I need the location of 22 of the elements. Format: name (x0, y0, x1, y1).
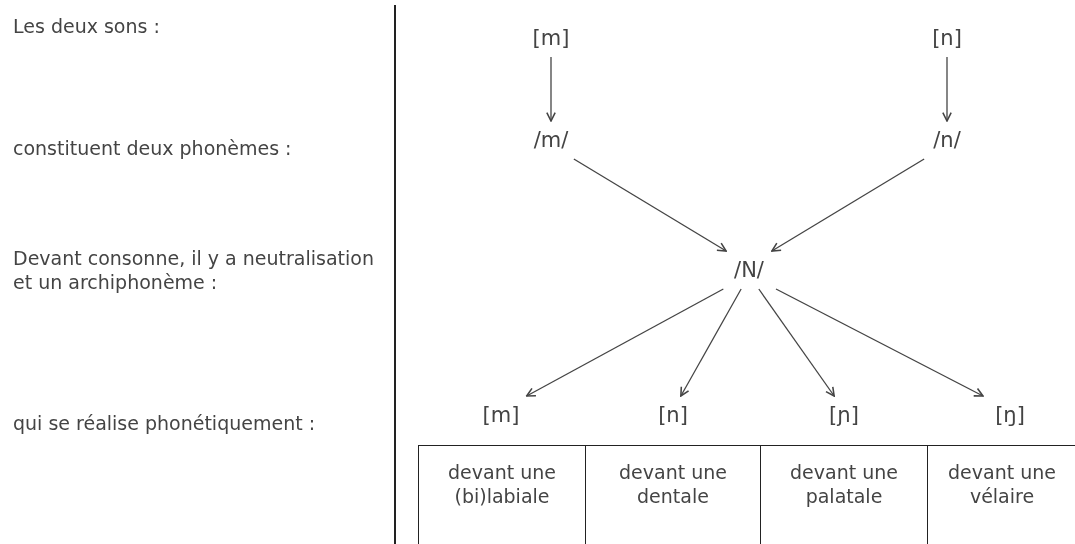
phonetic-symbol: /m/ (521, 125, 581, 155)
phonetic-symbol: [n] (643, 400, 703, 430)
arrow (546, 56, 556, 122)
row-caption: qui se réalise phonétiquement : (13, 411, 317, 435)
arrow (775, 288, 984, 397)
row-caption: Devant consonne, il y a neutralisation et un archiphonème : (13, 246, 375, 294)
arrow (942, 56, 952, 122)
phonetic-symbol: [ɲ] (814, 400, 874, 430)
phonetic-symbol: [ŋ] (980, 400, 1040, 430)
table-cell: devant une (bi)labiale (418, 445, 586, 544)
phonetic-symbol: [m] (521, 23, 581, 53)
arrow (573, 158, 727, 252)
phonetic-symbol: /N/ (719, 255, 779, 285)
arrow (771, 158, 925, 252)
arrow (758, 288, 835, 397)
arrow (680, 288, 742, 397)
row-caption: Les deux sons : (13, 14, 161, 38)
row-caption: constituent deux phonèmes : (13, 136, 293, 160)
arrow (525, 288, 724, 397)
phonetic-symbol: [n] (917, 23, 977, 53)
phonetic-symbol: /n/ (917, 125, 977, 155)
phonetic-symbol: [m] (471, 400, 531, 430)
